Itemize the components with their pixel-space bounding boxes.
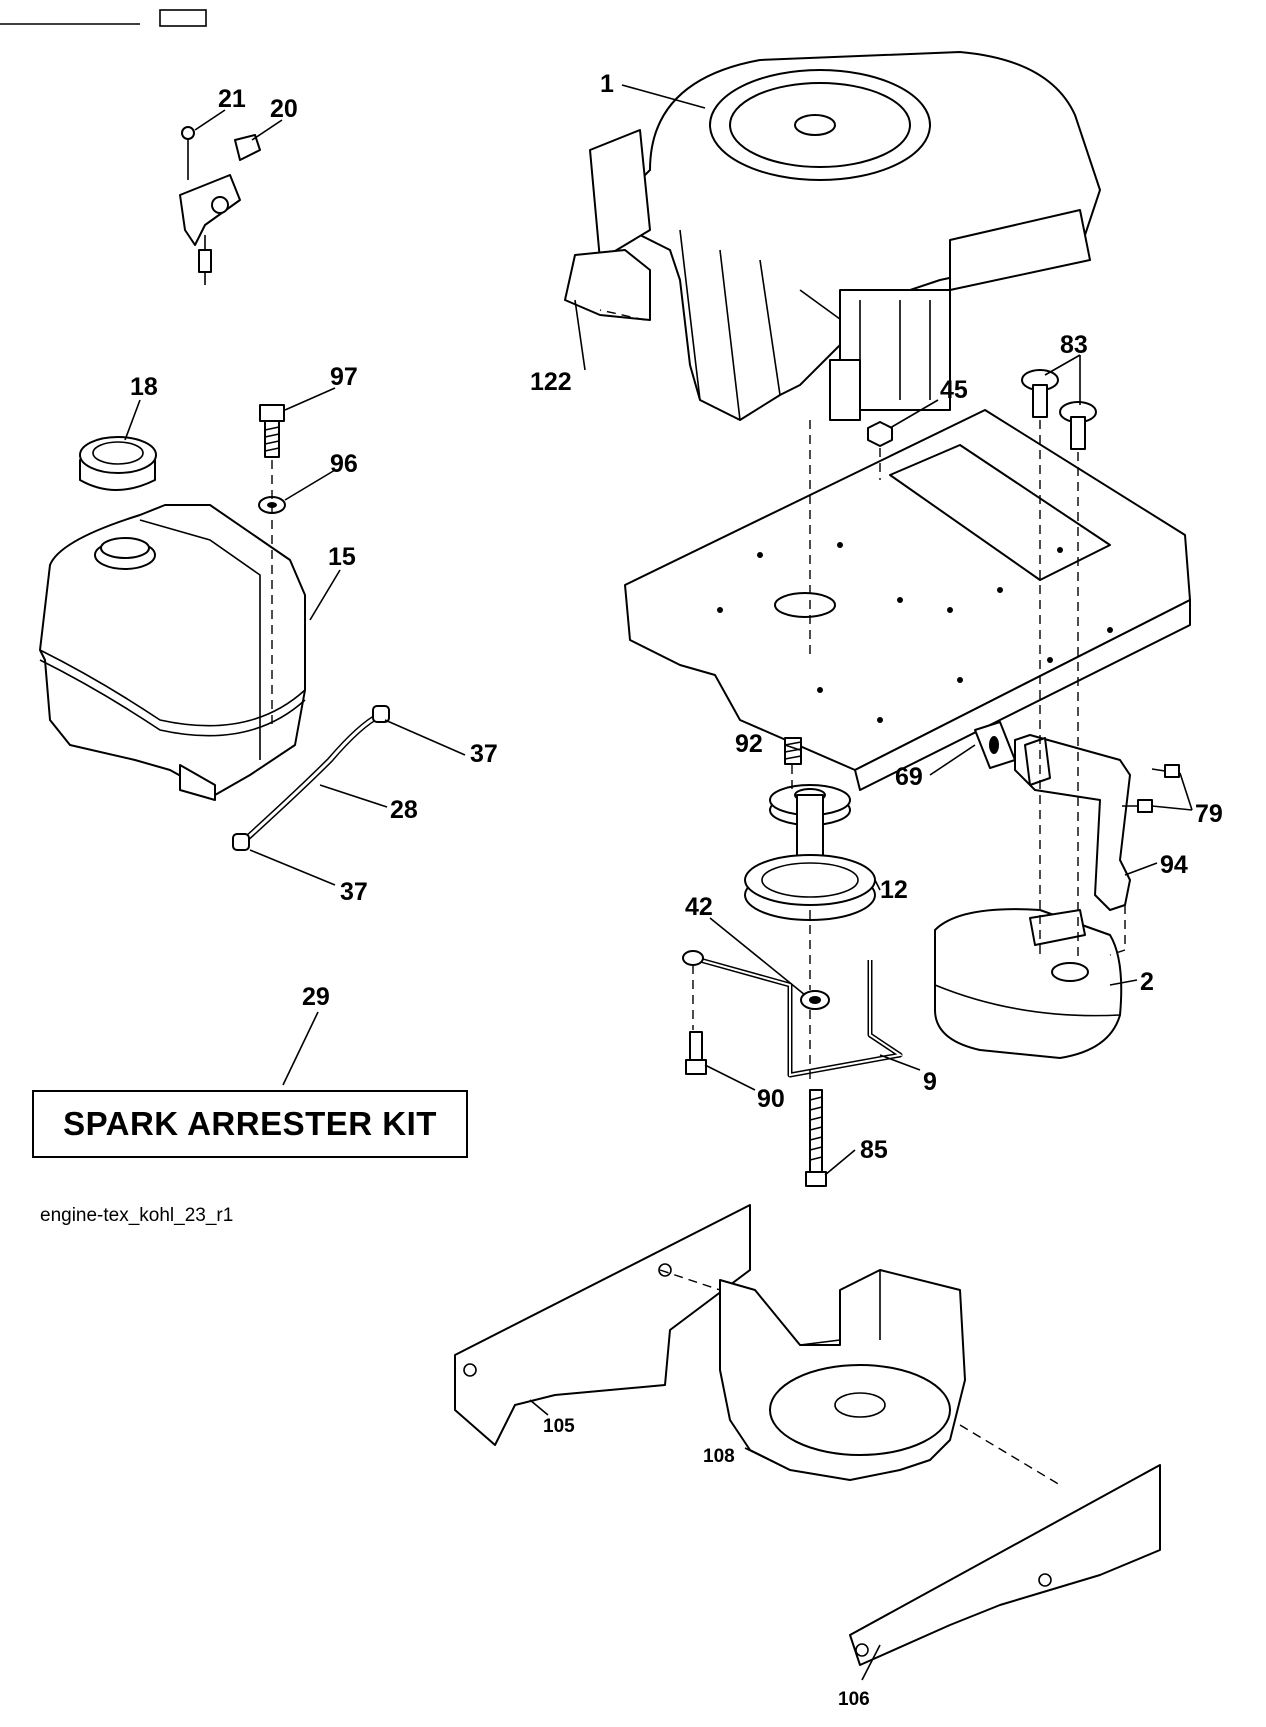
label-69: 69 xyxy=(895,763,923,791)
label-18: 18 xyxy=(130,373,158,401)
nut-45-drawing xyxy=(867,421,893,447)
throttle-control-drawing xyxy=(179,126,261,285)
label-37b: 37 xyxy=(340,878,368,906)
label-12: 12 xyxy=(880,876,908,904)
label-106: 106 xyxy=(838,1689,870,1710)
fuel-cap-drawing xyxy=(79,436,157,491)
exhaust-drawing xyxy=(974,721,1180,911)
fuel-tank-drawing xyxy=(39,504,306,801)
leader-lines xyxy=(124,84,1193,1681)
side-bracket-105-drawing xyxy=(454,1204,751,1446)
label-2: 2 xyxy=(1140,968,1154,996)
label-94: 94 xyxy=(1160,851,1188,879)
label-85: 85 xyxy=(860,1136,888,1164)
washer-42-drawing xyxy=(800,990,830,1010)
label-15: 15 xyxy=(328,543,356,571)
label-28: 28 xyxy=(390,796,418,824)
bolts-83-drawing xyxy=(1021,369,1097,450)
pulley-drawing xyxy=(744,784,876,921)
label-92: 92 xyxy=(735,730,763,758)
spark-arrester-kit-label: SPARK ARRESTER KIT xyxy=(63,1105,437,1142)
label-45: 45 xyxy=(940,376,968,404)
label-79: 79 xyxy=(1195,800,1223,828)
label-42: 42 xyxy=(685,893,713,921)
label-105: 105 xyxy=(543,1416,575,1437)
label-20: 20 xyxy=(270,95,298,123)
label-90: 90 xyxy=(757,1085,785,1113)
label-122: 122 xyxy=(530,368,572,396)
file-reference: engine-tex_kohl_23_r1 xyxy=(40,1205,234,1226)
bolt-90-drawing xyxy=(685,1031,707,1075)
label-96: 96 xyxy=(330,450,358,478)
bracket-122 xyxy=(564,249,651,321)
label-108: 108 xyxy=(703,1446,735,1467)
bolt-85-drawing xyxy=(805,1089,827,1187)
guard-108-drawing xyxy=(719,1269,966,1481)
fuel-hose-drawing xyxy=(232,705,390,851)
bolt-92-drawing xyxy=(784,737,802,765)
label-1: 1 xyxy=(600,70,614,98)
guard-rod-drawing xyxy=(682,950,903,1078)
header-marks xyxy=(0,9,207,27)
label-37a: 37 xyxy=(470,740,498,768)
part-labels: 1 21 20 18 97 96 15 37 28 37 29 122 45 8… xyxy=(130,70,1223,1710)
spark-arrester-kit-box: SPARK ARRESTER KIT xyxy=(32,1090,468,1158)
assembly-lines xyxy=(271,309,1126,1486)
side-bracket-106-drawing xyxy=(849,1464,1161,1666)
label-21: 21 xyxy=(218,85,246,113)
engine-drawing xyxy=(589,51,1101,421)
label-9: 9 xyxy=(923,1068,937,1096)
muffler-drawing xyxy=(934,908,1123,1059)
label-97: 97 xyxy=(330,363,358,391)
bolt-97-drawing xyxy=(259,404,285,458)
label-83: 83 xyxy=(1060,331,1088,359)
frame-plate-drawing xyxy=(624,409,1191,791)
label-29: 29 xyxy=(302,983,330,1011)
